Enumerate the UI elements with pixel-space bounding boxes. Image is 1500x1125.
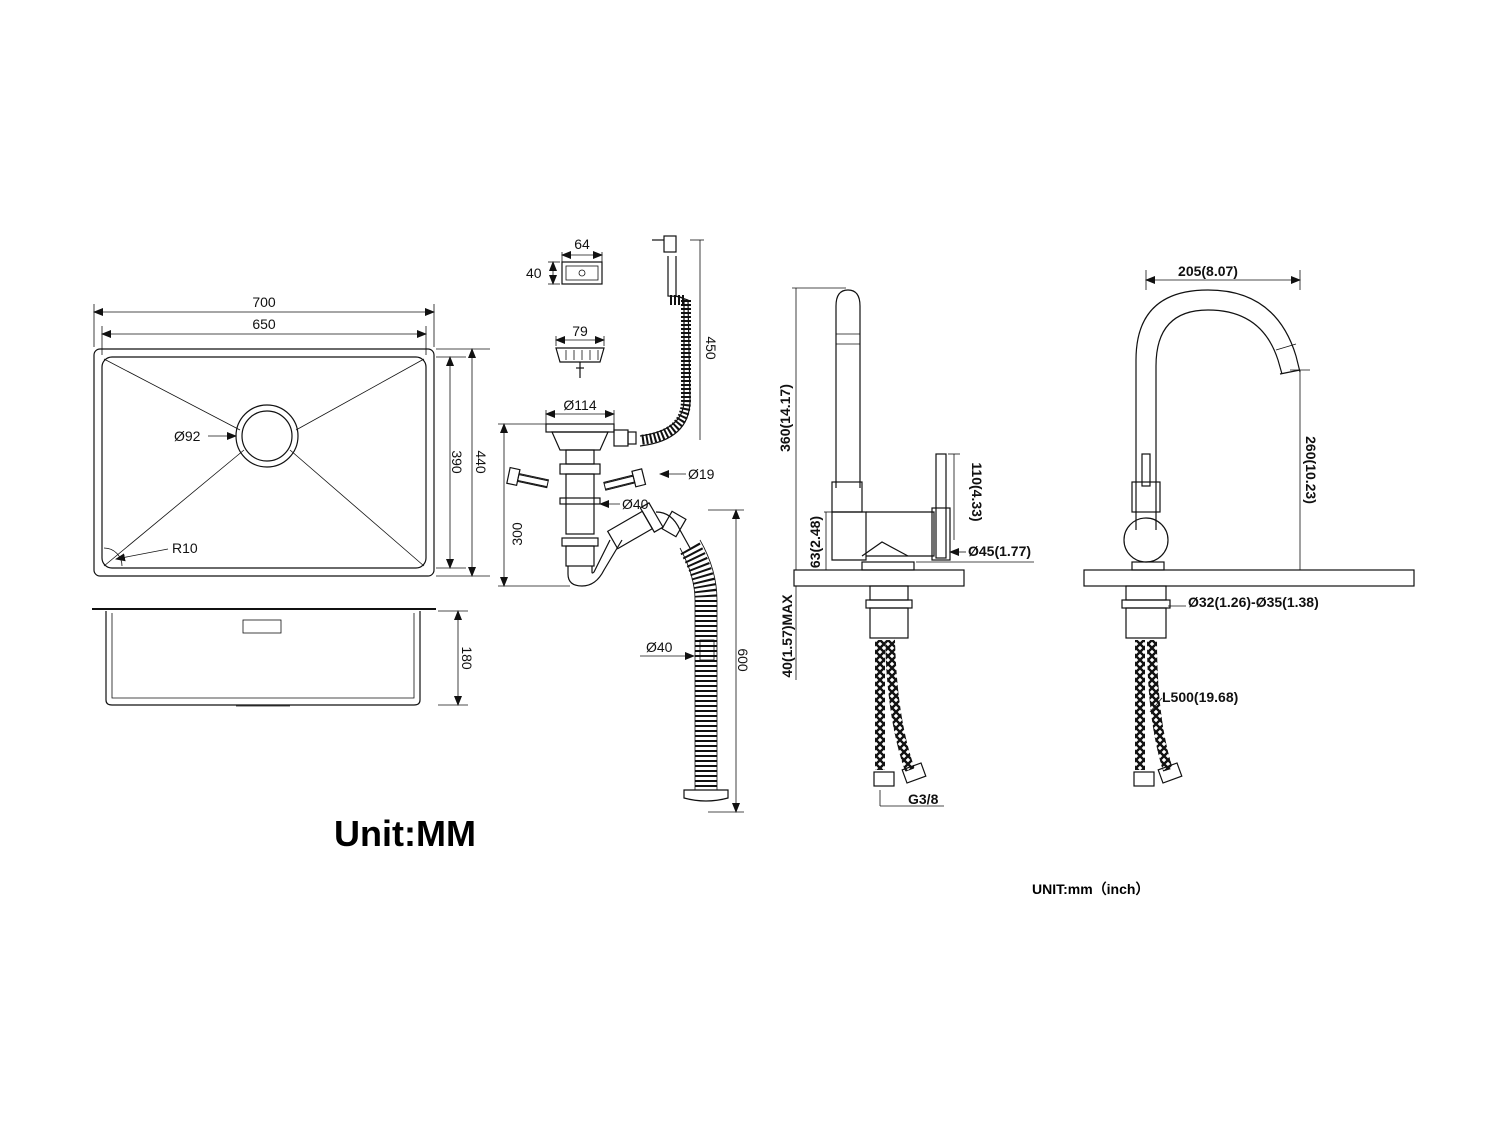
bowl-slope-line xyxy=(289,449,425,567)
bowl-slope-line xyxy=(103,449,245,567)
faucet-body xyxy=(866,511,935,557)
countertop xyxy=(793,569,965,587)
sink-inner-depth-label: 390 xyxy=(449,450,465,474)
counter-thickness-label: 40(1.57)MAX xyxy=(779,594,795,678)
drain-hole xyxy=(235,404,299,468)
sink-side-view: 180 xyxy=(92,608,475,707)
sink-outer-width-label: 700 xyxy=(252,294,276,310)
sink-inner-bowl xyxy=(101,356,427,569)
thread-size-label: G3/8 xyxy=(908,791,939,807)
spout-height-label: 260(10.23) xyxy=(1303,436,1319,504)
basket-width-label: 64 xyxy=(574,236,590,252)
faucet-front-view: 360(14.17) 63(2.48) 40(1.57)MAX 110(4.33… xyxy=(777,287,1034,807)
unit-title: Unit:MM xyxy=(334,813,476,854)
bowl-slope-line xyxy=(295,358,425,431)
supply-hose-length-label: L500(19.68) xyxy=(1162,689,1238,705)
faucet-handle xyxy=(935,453,947,559)
trap-height-label: 300 xyxy=(509,522,525,546)
hose-diameter-label: Ø40 xyxy=(646,639,673,655)
overflow-hose xyxy=(639,295,691,445)
sink-height-label: 180 xyxy=(459,646,475,670)
faucet-side-view: 205(8.07) 260(10.23) Ø32(1.26)-Ø35(1.38)… xyxy=(1083,263,1415,787)
reach-label: 205(8.07) xyxy=(1178,263,1238,279)
sink-top-view: 700 650 390 440 Ø92 R10 xyxy=(93,294,490,577)
handle-height-label: 110(4.33) xyxy=(969,462,985,521)
hole-diameter-label: Ø32(1.26)-Ø35(1.38) xyxy=(1188,594,1319,610)
drain-diameter-label: Ø92 xyxy=(174,428,201,444)
strainer-basket xyxy=(555,347,605,363)
strainer-diameter-label: 79 xyxy=(572,323,588,339)
overflow-diameter-label: Ø19 xyxy=(688,466,715,482)
hose-length-label: 600 xyxy=(735,648,751,672)
overflow-slot xyxy=(242,619,282,634)
supply-hose xyxy=(885,639,915,772)
basket-height-label: 40 xyxy=(526,265,542,281)
faucet-knob xyxy=(1123,517,1169,563)
unit-note: UNIT:mm（inch） xyxy=(1032,881,1149,897)
pipe-diameter-label: Ø40 xyxy=(622,496,649,512)
side-supply-hose xyxy=(1147,639,1173,772)
overflow-cover xyxy=(561,261,603,285)
faucet-spout xyxy=(835,289,861,488)
faucet-height-label: 360(14.17) xyxy=(777,384,793,452)
flange-diameter-label: Ø114 xyxy=(563,397,596,413)
sink-inner-width-label: 650 xyxy=(252,316,276,332)
drain-kit: 64 40 79 450 Ø114 xyxy=(498,235,751,813)
p-trap-bend xyxy=(567,539,623,587)
base-diameter-label: Ø45(1.77) xyxy=(968,543,1031,559)
drain-hose xyxy=(680,542,717,790)
sink-outer-rim xyxy=(93,348,435,577)
base-height-label: 63(2.48) xyxy=(807,516,823,568)
sink-flange xyxy=(545,423,615,433)
gooseneck-spout xyxy=(1135,289,1301,530)
overflow-hose-length-label: 450 xyxy=(703,336,719,360)
bowl-slope-line xyxy=(103,358,241,431)
sink-outer-depth-label: 440 xyxy=(473,450,489,474)
countertop-side xyxy=(1083,569,1415,587)
corner-radius-label: R10 xyxy=(172,540,198,556)
